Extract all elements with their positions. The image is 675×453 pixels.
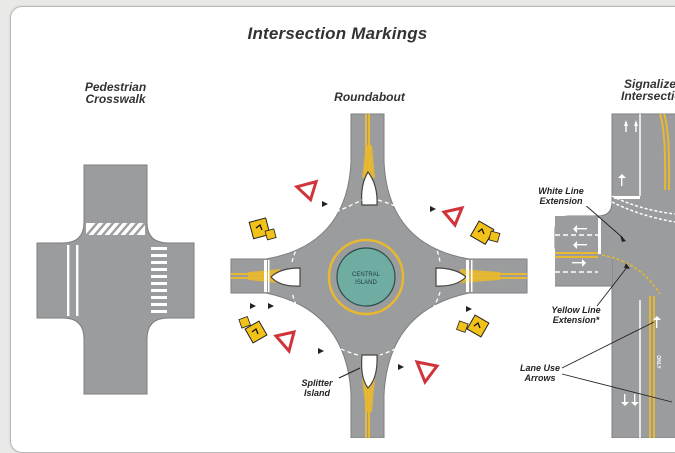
splitter-islands [270, 170, 467, 389]
roundabout-intersection: CENTRAL ISLAND [230, 113, 528, 438]
splitter-island-label: Splitter Island [295, 378, 339, 398]
signalized-intersection: ONLY [554, 113, 675, 438]
central-island-ring [327, 238, 405, 316]
splitter-island-label-line2: Island [303, 388, 330, 398]
pedestrian-warning-sign-icon [456, 314, 490, 338]
only-pavement-marking: ONLY [655, 355, 661, 369]
yellow-line-extension-label: Yellow Line Extension* [545, 305, 607, 325]
yellow-line-extension [601, 254, 661, 295]
splitter-island-label-line1: Splitter [301, 378, 333, 388]
central-island-label-line1: CENTRAL [352, 272, 381, 278]
yield-sign-icon [414, 359, 440, 386]
pedestrian-warning-sign-icon [469, 220, 501, 245]
signalized-heading-line2: Intersection [621, 89, 675, 103]
roundabout-crosswalks [264, 260, 473, 292]
yield-sign-icon [273, 330, 297, 355]
stop-bar [614, 196, 640, 199]
parallel-line-crosswalk [67, 245, 79, 316]
intersection-art: CENTRAL ISLAND [36, 113, 675, 438]
central-island-label-line2: ISLAND [355, 280, 377, 286]
lane-use-arrows-label-line1: Lane Use [519, 363, 561, 373]
callout-arrowhead [624, 263, 630, 269]
lane-use-arrows-label-line2: Arrows [524, 373, 556, 383]
pedestrian-warning-sign-icon [248, 217, 277, 241]
pedestrian-warning-sign-icon [238, 316, 268, 344]
signalized-callout-lines [561, 202, 673, 403]
signalized-heading-line1: Signalized [624, 77, 675, 91]
page-title: Intersection Markings [247, 24, 428, 43]
yellow-line-extension-label-line2: Extension* [552, 315, 600, 325]
yellow-line-extension-label-line1: Yellow Line [551, 305, 601, 315]
white-line-extension-label: White Line Extension [530, 186, 592, 206]
stop-bar [598, 218, 601, 254]
crosswalk-intersection [36, 164, 195, 395]
diagonal-crosswalk [85, 221, 147, 237]
lane-use-arrows [572, 120, 661, 406]
approach-hatching [248, 145, 500, 412]
splitter-callout-line [338, 367, 361, 379]
central-island [336, 247, 396, 307]
white-line-extension-label-line1: White Line [538, 186, 584, 196]
signalized-heading: Signalized Intersection [616, 78, 675, 102]
yield-sign-icon [441, 205, 465, 228]
signalized-center-lines [555, 113, 671, 438]
crosswalk-heading-line2: Crosswalk [85, 92, 146, 106]
callout-arrowhead [620, 235, 626, 242]
roundabout-heading: Roundabout [334, 90, 405, 104]
continental-crosswalk [151, 247, 167, 313]
sign-pointer-arrows [250, 201, 472, 370]
crosswalk-heading: Pedestrian Crosswalk [78, 81, 153, 105]
white-line-extension-label-line2: Extension [539, 196, 583, 206]
circulatory-lane-lines [291, 199, 441, 356]
yield-sign-icon [293, 179, 319, 203]
crosswalk-heading-line1: Pedestrian [84, 80, 147, 94]
lane-use-arrows-label: Lane Use Arrows [514, 363, 566, 383]
